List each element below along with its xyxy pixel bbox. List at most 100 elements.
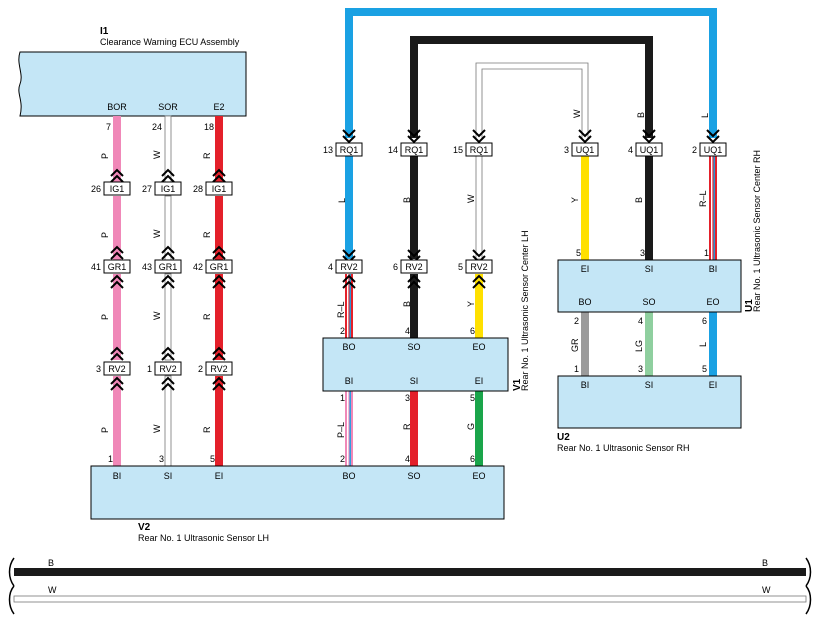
ecu-name: Clearance Warning ECU Assembly: [100, 37, 240, 47]
svg-text:GR: GR: [570, 338, 580, 352]
svg-text:SI: SI: [645, 380, 654, 390]
sensor-u2-id: U2: [557, 432, 570, 443]
svg-text:GR1: GR1: [159, 262, 178, 272]
svg-text:W: W: [572, 109, 582, 118]
svg-text:P: P: [100, 427, 110, 433]
svg-text:EI: EI: [709, 380, 718, 390]
connector-rv2-mid: RV2 RV2 RV2 4 6 5: [328, 249, 493, 289]
svg-text:RV2: RV2: [108, 364, 125, 374]
svg-text:1: 1: [704, 248, 709, 258]
svg-text:Y: Y: [570, 197, 580, 203]
svg-text:B: B: [402, 197, 412, 203]
svg-text:43: 43: [142, 262, 152, 272]
svg-text:6: 6: [470, 326, 475, 336]
svg-text:BI: BI: [709, 264, 718, 274]
svg-text:EO: EO: [472, 471, 485, 481]
svg-text:UQ1: UQ1: [704, 145, 723, 155]
svg-text:3: 3: [564, 145, 569, 155]
svg-text:5: 5: [458, 262, 463, 272]
svg-text:2: 2: [340, 454, 345, 464]
left-wires: [113, 115, 223, 467]
svg-text:13: 13: [323, 145, 333, 155]
svg-text:41: 41: [91, 262, 101, 272]
svg-text:W: W: [152, 150, 162, 159]
svg-text:3: 3: [638, 364, 643, 374]
ecu-id: I1: [100, 26, 109, 37]
svg-text:2: 2: [574, 316, 579, 326]
ecu-pin-bor: BOR: [107, 102, 127, 112]
ecu-pin-e2: E2: [213, 102, 224, 112]
svg-text:4: 4: [638, 316, 643, 326]
svg-text:W: W: [152, 229, 162, 238]
connector-rq1: RQ1 RQ1 RQ1 13 14 15: [323, 129, 493, 157]
sensor-v1-id: V1: [512, 378, 523, 391]
svg-text:SI: SI: [164, 471, 173, 481]
svg-text:P: P: [100, 153, 110, 159]
right-wires: [581, 156, 717, 376]
svg-text:B: B: [402, 301, 412, 307]
ecu-box: [18, 51, 247, 117]
svg-text:B: B: [48, 558, 54, 568]
svg-text:L: L: [700, 113, 710, 118]
sensor-v2-name: Rear No. 1 Ultrasonic Sensor LH: [138, 533, 269, 543]
svg-text:B: B: [636, 112, 646, 118]
svg-text:R: R: [202, 426, 212, 433]
svg-text:3: 3: [640, 248, 645, 258]
svg-text:UQ1: UQ1: [640, 145, 659, 155]
svg-text:BI: BI: [581, 380, 590, 390]
svg-text:R: R: [202, 231, 212, 238]
svg-text:B: B: [762, 558, 768, 568]
svg-text:26: 26: [91, 184, 101, 194]
svg-text:6: 6: [393, 262, 398, 272]
svg-text:IG1: IG1: [212, 184, 227, 194]
svg-text:BI: BI: [113, 471, 122, 481]
svg-text:4: 4: [405, 326, 410, 336]
svg-text:SO: SO: [407, 471, 420, 481]
svg-text:G: G: [466, 423, 476, 430]
svg-text:5: 5: [470, 393, 475, 403]
svg-text:5: 5: [576, 248, 581, 258]
ecu-pinno-18: 18: [204, 122, 214, 132]
svg-text:R–L: R–L: [336, 301, 346, 318]
svg-text:EO: EO: [472, 342, 485, 352]
svg-text:1: 1: [340, 393, 345, 403]
svg-text:L: L: [698, 342, 708, 347]
wire-w-top-loop: [476, 63, 588, 138]
svg-text:5: 5: [702, 364, 707, 374]
svg-text:R: R: [402, 423, 412, 430]
svg-text:SO: SO: [642, 297, 655, 307]
svg-text:28: 28: [193, 184, 203, 194]
svg-text:4: 4: [328, 262, 333, 272]
wire-w-top-loop-outline: [475, 62, 589, 138]
svg-text:Y: Y: [466, 301, 476, 307]
left-wire-codes: P W R P W R P W R P W R: [100, 150, 212, 433]
svg-text:BO: BO: [342, 342, 355, 352]
svg-text:BO: BO: [578, 297, 591, 307]
svg-text:42: 42: [193, 262, 203, 272]
ecu-pin-sor: SOR: [158, 102, 178, 112]
middle-wires: [345, 155, 483, 466]
svg-text:14: 14: [388, 145, 398, 155]
svg-text:4: 4: [405, 454, 410, 464]
svg-text:3: 3: [159, 454, 164, 464]
bottom-wire-w: W W: [8, 585, 812, 615]
svg-text:RQ1: RQ1: [340, 145, 359, 155]
svg-text:15: 15: [453, 145, 463, 155]
sensor-v2-id: V2: [138, 522, 151, 533]
svg-text:BO: BO: [342, 471, 355, 481]
svg-text:W: W: [762, 585, 771, 595]
svg-text:EI: EI: [475, 376, 484, 386]
svg-text:RV2: RV2: [470, 262, 487, 272]
svg-text:1: 1: [147, 364, 152, 374]
connector-ig1: IG1 IG1 IG1 26 27 28: [91, 169, 233, 196]
svg-text:SI: SI: [645, 264, 654, 274]
svg-text:GR1: GR1: [108, 262, 127, 272]
sensor-u1-box: [557, 259, 742, 313]
svg-text:RQ1: RQ1: [405, 145, 424, 155]
wire-l-top-loop: [345, 8, 717, 138]
svg-text:L: L: [337, 198, 347, 203]
svg-text:R: R: [202, 152, 212, 159]
svg-text:B: B: [634, 197, 644, 203]
connector-gr1: GR1 GR1 GR1 41 43 42: [91, 246, 233, 289]
